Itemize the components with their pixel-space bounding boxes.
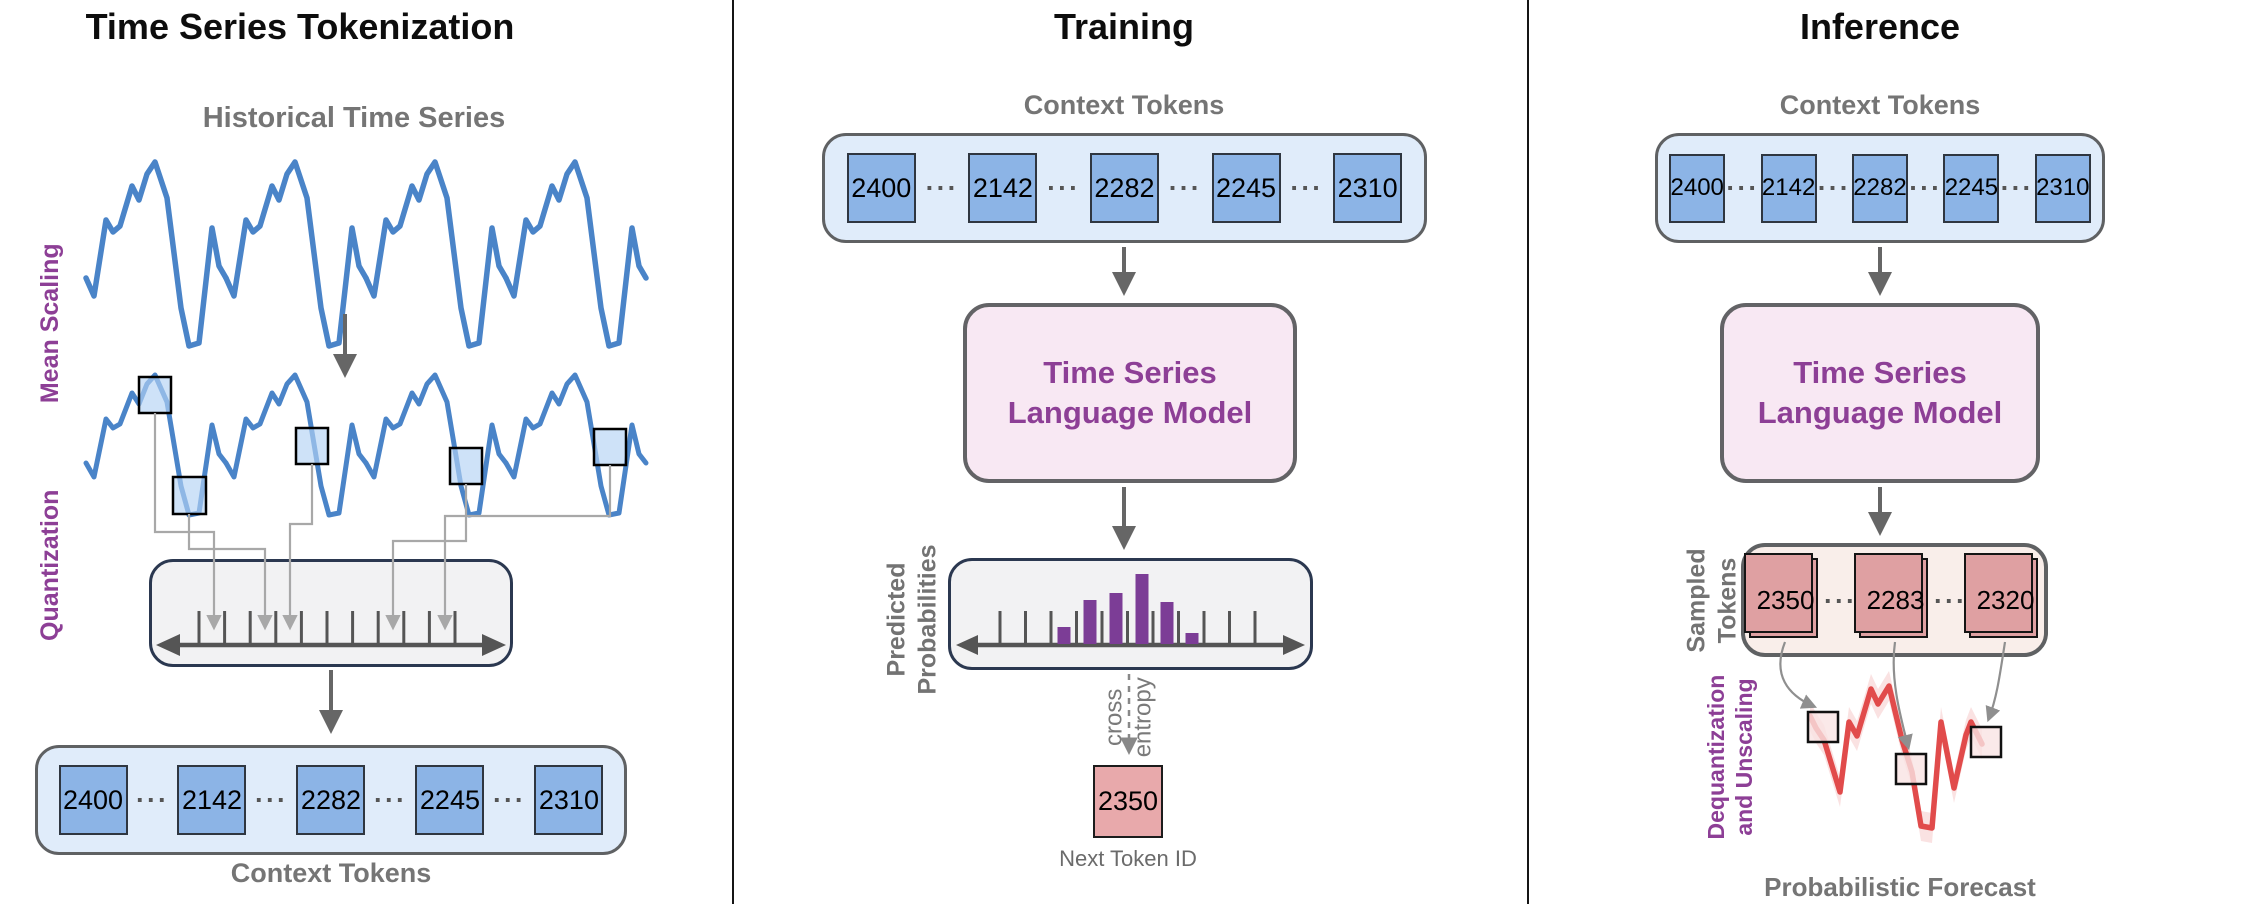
ellipsis: ···	[1934, 586, 1967, 616]
token: 2282	[296, 765, 366, 835]
predicted-probabilities-box	[948, 558, 1313, 670]
scaled-series-plot	[86, 375, 646, 515]
token: 2310	[2034, 153, 2091, 223]
token: 2282	[1089, 153, 1159, 223]
highlight-box	[171, 475, 208, 516]
historical-series-label: Historical Time Series	[202, 102, 506, 134]
language-model-box-training: Time Series Language Model	[963, 303, 1297, 483]
ellipsis: ···	[136, 784, 169, 815]
context-tokens-row-tokenization: 2400 ··· 2142 ··· 2282 ··· 2245 ··· 2310	[35, 745, 627, 855]
highlight-boxes	[137, 375, 628, 516]
model-label-line1: Time Series	[1793, 354, 1967, 390]
token: 2310	[1333, 153, 1403, 223]
sampled-token-card: 2320	[1964, 553, 2038, 638]
ellipsis: ···	[1824, 586, 1857, 616]
context-tokens-label-inference: Context Tokens	[1779, 90, 1981, 120]
ellipsis: ···	[1290, 172, 1324, 203]
model-label-line1: Time Series	[1043, 354, 1217, 390]
forecast-line	[1807, 683, 1985, 831]
context-tokens-row-training: 2400 ··· 2142 ··· 2282 ··· 2245 ··· 2310	[822, 133, 1427, 243]
ellipsis: ···	[254, 784, 288, 815]
highlight-box	[448, 446, 484, 486]
highlight-box	[592, 427, 628, 467]
sampled-token-card: 2350	[1744, 553, 1818, 638]
context-tokens-row-inference: 2400 ··· 2142 ··· 2282 ··· 2245 ··· 2310	[1655, 133, 2105, 243]
probabilistic-forecast-label: Probabilistic Forecast	[1764, 872, 2036, 902]
token: 2282	[1851, 153, 1908, 223]
dequantization-label: Dequantization and Unscaling	[1702, 674, 1757, 840]
forecast-point-box	[1806, 710, 1840, 744]
ellipsis: ···	[925, 172, 959, 203]
panel-divider	[1527, 0, 1529, 904]
model-label-line2: Language Model	[1007, 395, 1253, 430]
forecast-point-boxes	[1806, 710, 2003, 786]
ellipsis: ···	[492, 784, 526, 815]
model-label-line2: Language Model	[1757, 395, 2003, 430]
next-token-box: 2350	[1093, 765, 1163, 838]
token: 2245	[415, 765, 485, 835]
historical-series-plot	[86, 162, 646, 346]
ellipsis: ···	[1909, 172, 1943, 203]
ellipsis: ···	[1726, 172, 1760, 203]
highlight-box	[294, 426, 330, 466]
forecast-point-box	[1894, 752, 1928, 786]
ellipsis: ···	[1047, 172, 1081, 203]
mean-scaling-label: Mean Scaling	[35, 243, 64, 404]
token: 2245	[1211, 153, 1281, 223]
tokenization-title: Time Series Tokenization	[85, 6, 515, 47]
language-model-box-inference: Time Series Language Model	[1720, 303, 2040, 483]
forecast-point-box	[1969, 725, 2003, 759]
training-title: Training	[1053, 6, 1194, 47]
token: 2400	[1669, 153, 1726, 223]
token: 2400	[58, 765, 128, 835]
context-tokens-label-tokenization: Context Tokens	[230, 858, 432, 888]
token: 2142	[177, 765, 247, 835]
ellipsis: ···	[1168, 172, 1202, 203]
inference-title: Inference	[1799, 6, 1961, 47]
token: 2142	[1760, 153, 1817, 223]
quantization-label: Quantization	[35, 489, 64, 641]
highlight-box	[137, 375, 173, 415]
token: 2245	[1943, 153, 2000, 223]
predicted-probabilities-label: Predicted Probabilities	[882, 544, 942, 695]
context-tokens-label-training: Context Tokens	[1023, 90, 1225, 120]
ellipsis: ···	[1817, 172, 1851, 203]
sampled-token-card: 2283	[1854, 553, 1928, 638]
next-token-id-label: Next Token ID	[1059, 846, 1197, 871]
sample-arrows	[1779, 641, 2007, 751]
token: 2400	[846, 153, 916, 223]
panel-divider	[732, 0, 734, 904]
token: 2142	[968, 153, 1038, 223]
ellipsis: ···	[373, 784, 407, 815]
token: 2310	[534, 765, 604, 835]
quantization-box	[149, 559, 513, 667]
sample-arrow	[1892, 641, 1913, 751]
forecast-band	[1810, 671, 1982, 843]
ellipsis: ···	[2000, 172, 2034, 203]
